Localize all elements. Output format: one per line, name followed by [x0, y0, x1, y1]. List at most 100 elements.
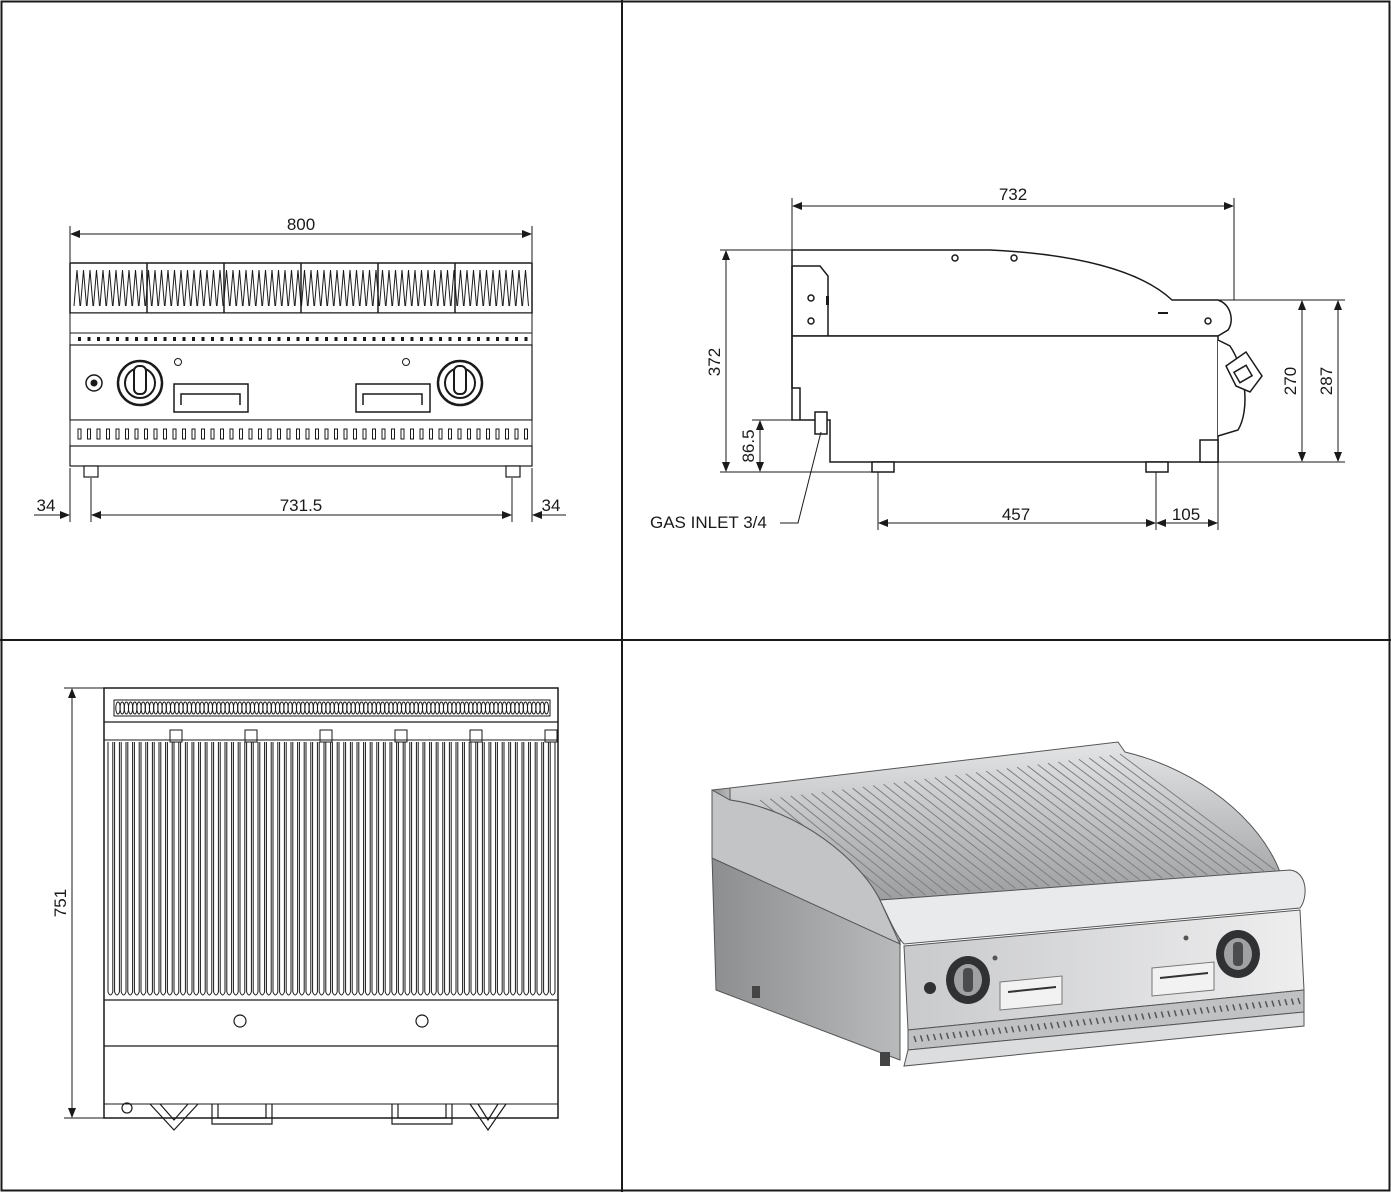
grate-bar: [325, 742, 332, 996]
grate-bar: [120, 742, 127, 996]
vent-slot: [932, 1033, 937, 1041]
grate-bar: [417, 742, 424, 996]
vent-slot: [1062, 1020, 1067, 1028]
vent-slot: [984, 1028, 989, 1036]
grill-tooth: [437, 269, 445, 307]
vent-hole: [410, 337, 414, 341]
vent-hole: [515, 337, 518, 341]
grate-bars: [107, 729, 558, 996]
grill-tooth: [171, 269, 178, 307]
vent-hole: [258, 337, 262, 341]
grill-rib: [893, 782, 1028, 888]
grill-tooth: [93, 269, 100, 307]
grill-tooth: [333, 269, 341, 307]
side-dimensions: [720, 198, 1345, 530]
vent-hole: [410, 428, 414, 440]
grill-tooth: [190, 269, 198, 307]
vent-slot: [1251, 1002, 1256, 1009]
grate-bar: [232, 742, 239, 996]
grill-tooth: [281, 269, 289, 307]
vent-hole: [315, 428, 319, 440]
grill-rib: [852, 787, 982, 892]
grill-tooth: [294, 269, 302, 307]
vent-hole: [286, 428, 291, 440]
grate-bar: [259, 742, 266, 996]
vent-hole: [477, 337, 480, 341]
vent-hole: [420, 337, 423, 341]
grate-bar: [285, 742, 292, 996]
vent-hole: [106, 337, 110, 341]
product-render-image: [711, 741, 1306, 1067]
grill-rib: [965, 773, 1107, 883]
grate-bar: [199, 742, 206, 996]
vent-hole: [172, 428, 177, 440]
grill-tooth: [125, 269, 133, 307]
grill-tooth: [177, 269, 185, 307]
side-height-287-label: 287: [1317, 367, 1336, 395]
grate-bar: [490, 742, 497, 996]
grill-tooth: [366, 269, 373, 307]
grill-rib: [1068, 760, 1219, 875]
grate-bar: [371, 742, 378, 996]
vent-hole: [372, 428, 376, 440]
vent-slot: [1264, 1000, 1269, 1008]
grill-rib: [955, 774, 1095, 884]
grill-tooth: [301, 269, 308, 307]
side-feet-span-label: 457: [1002, 505, 1030, 524]
grill-tooth: [450, 269, 458, 307]
vent-hole: [192, 337, 195, 341]
vent-hole: [78, 337, 81, 341]
vent-slot: [1004, 1026, 1008, 1034]
vent-slot: [1225, 1004, 1230, 1012]
vent-slot: [919, 1035, 924, 1042]
grill-tooth: [424, 269, 432, 307]
grill-tooth: [73, 269, 81, 307]
vent-hole: [306, 337, 309, 341]
grill-ribs: [759, 753, 1276, 899]
grill-tooth: [203, 269, 211, 307]
vent-slot: [1082, 1019, 1086, 1026]
grate-bar: [358, 742, 365, 996]
grate-bar: [384, 742, 391, 996]
grill-tooth: [405, 269, 412, 307]
grate-bar: [463, 742, 470, 996]
top-depth-label: 751: [51, 889, 70, 917]
grate-bar: [529, 742, 536, 996]
vent-hole: [220, 428, 224, 440]
grate-bar: [345, 742, 351, 996]
grill-rib: [1088, 757, 1242, 873]
grate-bar: [437, 742, 444, 996]
side-view-drawing: [791, 249, 1263, 473]
vent-hole: [106, 428, 110, 440]
vent-hole: [220, 337, 224, 341]
vent-hole: [134, 428, 139, 440]
vent-slot: [1128, 1014, 1132, 1021]
grill-tooth: [132, 269, 139, 307]
grill-tooth: [119, 269, 126, 307]
vent-slot: [939, 1033, 943, 1040]
coil-loop: [543, 701, 550, 715]
grill-tooth: [327, 269, 334, 307]
grill-tooth: [106, 269, 113, 307]
grill-tooth: [346, 269, 354, 307]
vent-slot: [1245, 1002, 1249, 1010]
vent-slot: [1108, 1016, 1112, 1023]
vent-hole: [277, 337, 281, 341]
vent-hole: [210, 428, 215, 440]
grate-bar: [272, 742, 279, 996]
grill-teeth: [73, 263, 529, 313]
vent-holes-bottom: [77, 428, 528, 440]
front-view-drawing: [69, 262, 533, 478]
grill-tooth: [242, 269, 250, 307]
front-width-label: 800: [287, 215, 315, 234]
grill-rib: [1047, 762, 1197, 876]
vent-hole: [267, 428, 272, 440]
grill-tooth: [184, 269, 191, 307]
grate-bar: [133, 742, 140, 996]
vent-slot: [1141, 1013, 1145, 1020]
grate-bar: [483, 742, 490, 996]
side-height-86-label: 86.5: [739, 429, 758, 462]
grate-bar: [114, 742, 120, 996]
vent-slot: [945, 1032, 950, 1040]
vent-hole: [315, 337, 319, 341]
